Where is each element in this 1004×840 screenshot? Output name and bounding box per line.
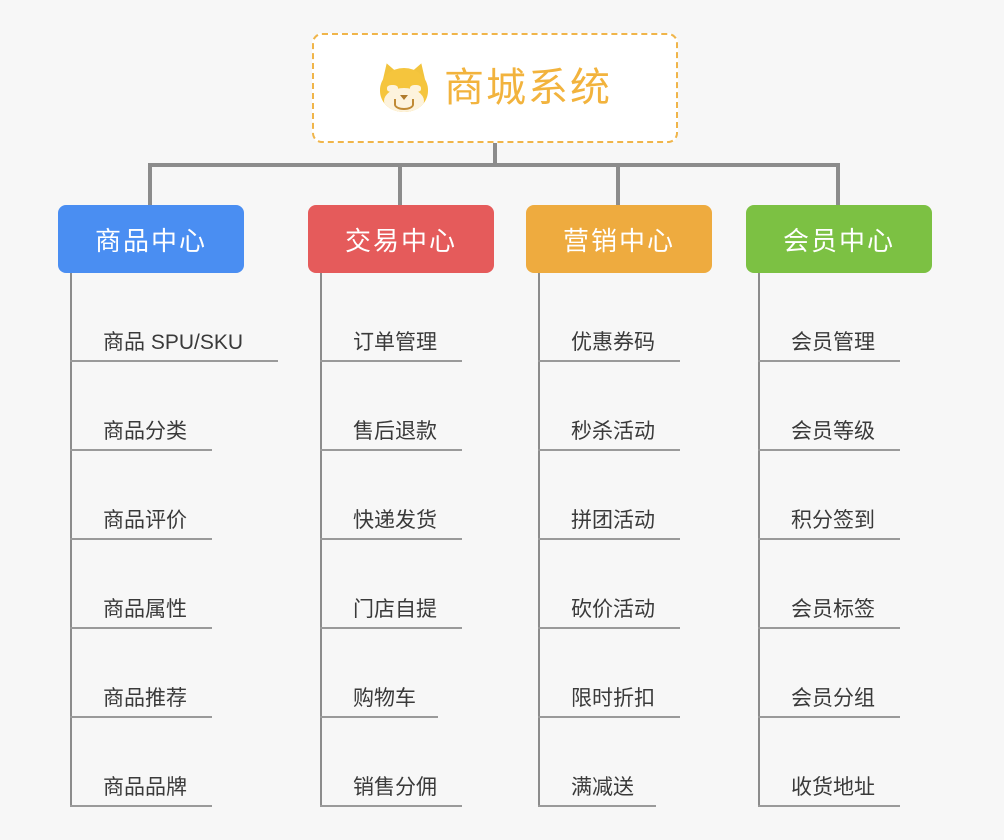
column-marketing-center: 营销中心优惠券码秒杀活动拼团活动砍价活动限时折扣满减送 <box>526 205 712 807</box>
menu-item-underline <box>320 627 462 629</box>
menu-item-underline <box>538 716 680 718</box>
menu-item-underline <box>320 805 462 807</box>
menu-item-underline <box>320 360 462 362</box>
menu-item-label: 积分签到 <box>791 509 875 532</box>
menu-item[interactable]: 秒杀活动 <box>526 362 712 451</box>
shiba-dog-icon <box>378 60 430 114</box>
menu-item-underline <box>320 538 462 540</box>
menu-item-label: 销售分佣 <box>353 776 437 799</box>
menu-item[interactable]: 会员分组 <box>746 629 932 718</box>
root-title: 商城系统 <box>444 66 612 110</box>
menu-item[interactable]: 售后退款 <box>308 362 494 451</box>
category-header-member-center[interactable]: 会员中心 <box>746 205 932 273</box>
menu-item-underline <box>758 449 900 451</box>
menu-item[interactable]: 积分签到 <box>746 451 932 540</box>
menu-item-underline <box>70 449 212 451</box>
menu-item[interactable]: 商品推荐 <box>58 629 244 718</box>
menu-item[interactable]: 砍价活动 <box>526 540 712 629</box>
menu-item[interactable]: 商品品牌 <box>58 718 244 807</box>
menu-item[interactable]: 会员等级 <box>746 362 932 451</box>
menu-item-label: 优惠券码 <box>571 331 655 354</box>
connector-drop-member-center <box>836 163 840 207</box>
branch-trade-center: 订单管理售后退款快递发货门店自提购物车销售分佣 <box>308 273 494 807</box>
menu-item-label: 会员等级 <box>791 420 875 443</box>
menu-item-underline <box>538 627 680 629</box>
branch-marketing-center: 优惠券码秒杀活动拼团活动砍价活动限时折扣满减送 <box>526 273 712 807</box>
connector-drop-trade-center <box>398 163 402 207</box>
menu-item-underline <box>538 360 680 362</box>
menu-item-label: 快递发货 <box>353 509 437 532</box>
menu-item-underline <box>70 716 212 718</box>
column-trade-center: 交易中心订单管理售后退款快递发货门店自提购物车销售分佣 <box>308 205 494 807</box>
menu-item-underline <box>70 360 278 362</box>
menu-item-underline <box>538 449 680 451</box>
menu-item-label: 收货地址 <box>791 776 875 799</box>
menu-item[interactable]: 快递发货 <box>308 451 494 540</box>
menu-item-underline <box>70 627 212 629</box>
menu-item-underline <box>758 627 900 629</box>
menu-item[interactable]: 购物车 <box>308 629 494 718</box>
column-product-center: 商品中心商品 SPU/SKU 商品分类商品评价商品属性商品推荐商品品牌 <box>58 205 278 807</box>
menu-item[interactable]: 商品属性 <box>58 540 244 629</box>
menu-item[interactable]: 会员管理 <box>746 273 932 362</box>
menu-item-underline <box>758 538 900 540</box>
menu-item-label: 商品 SPU/SKU <box>103 331 244 354</box>
connector-drop-product-center <box>148 163 152 207</box>
menu-item-underline <box>70 538 212 540</box>
branch-product-center: 商品 SPU/SKU 商品分类商品评价商品属性商品推荐商品品牌 <box>58 273 278 807</box>
menu-item-label: 拼团活动 <box>571 509 655 532</box>
menu-item-label: 商品品牌 <box>103 776 187 799</box>
menu-item-label: 购物车 <box>353 687 416 710</box>
menu-item-label: 商品评价 <box>103 509 187 532</box>
menu-item-underline <box>320 716 438 718</box>
menu-item[interactable]: 销售分佣 <box>308 718 494 807</box>
menu-item[interactable]: 订单管理 <box>308 273 494 362</box>
menu-item-label: 限时折扣 <box>571 687 655 710</box>
branch-trunk-product-center <box>70 273 72 807</box>
menu-item[interactable]: 优惠券码 <box>526 273 712 362</box>
menu-item-label: 商品分类 <box>103 420 187 443</box>
menu-item-label: 门店自提 <box>353 598 437 621</box>
connector-horizontal-bus <box>150 163 840 167</box>
menu-item[interactable]: 会员标签 <box>746 540 932 629</box>
category-header-marketing-center[interactable]: 营销中心 <box>526 205 712 273</box>
branch-member-center: 会员管理会员等级积分签到会员标签会员分组收货地址 <box>746 273 932 807</box>
branch-trunk-trade-center <box>320 273 322 807</box>
menu-item[interactable]: 限时折扣 <box>526 629 712 718</box>
branch-trunk-member-center <box>758 273 760 807</box>
menu-item-underline <box>758 716 900 718</box>
category-header-trade-center[interactable]: 交易中心 <box>308 205 494 273</box>
menu-item-label: 商品属性 <box>103 598 187 621</box>
menu-item[interactable]: 收货地址 <box>746 718 932 807</box>
menu-item-underline <box>758 360 900 362</box>
menu-item-label: 订单管理 <box>353 331 437 354</box>
menu-item-label: 商品推荐 <box>103 687 187 710</box>
menu-item-underline <box>538 805 656 807</box>
menu-item-underline <box>70 805 212 807</box>
category-header-product-center[interactable]: 商品中心 <box>58 205 244 273</box>
menu-item[interactable]: 商品分类 <box>58 362 244 451</box>
menu-item-label: 会员标签 <box>791 598 875 621</box>
menu-item[interactable]: 商品 SPU/SKU <box>58 273 278 362</box>
connector-drop-marketing-center <box>616 163 620 207</box>
menu-item[interactable]: 商品评价 <box>58 451 244 540</box>
menu-item[interactable]: 拼团活动 <box>526 451 712 540</box>
menu-item-label: 会员分组 <box>791 687 875 710</box>
menu-item-label: 售后退款 <box>353 420 437 443</box>
menu-item-label: 会员管理 <box>791 331 875 354</box>
menu-item-label: 砍价活动 <box>571 598 655 621</box>
column-member-center: 会员中心会员管理会员等级积分签到会员标签会员分组收货地址 <box>746 205 932 807</box>
menu-item[interactable]: 门店自提 <box>308 540 494 629</box>
connector-root-stem <box>493 143 497 165</box>
branch-trunk-marketing-center <box>538 273 540 807</box>
menu-item-label: 满减送 <box>571 776 634 799</box>
menu-item[interactable]: 满减送 <box>526 718 712 807</box>
menu-item-underline <box>758 805 900 807</box>
menu-item-underline <box>320 449 462 451</box>
root-node[interactable]: 商城系统 <box>312 33 678 143</box>
menu-item-label: 秒杀活动 <box>571 420 655 443</box>
menu-item-underline <box>538 538 680 540</box>
